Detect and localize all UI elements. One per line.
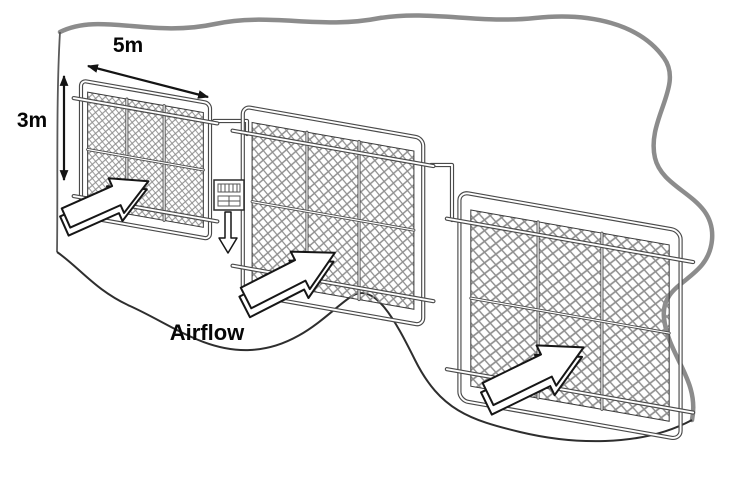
width-dimension-label: 5m xyxy=(113,34,143,57)
airflow-label: Airflow xyxy=(170,320,245,345)
pipe-connector-1 xyxy=(214,121,247,134)
height-dimension-label: 3m xyxy=(17,109,47,132)
mesh-panel-3 xyxy=(447,190,693,442)
flow-device xyxy=(213,179,245,211)
width-dimension-arrow xyxy=(86,64,210,99)
device-flow-down-arrow xyxy=(218,211,238,254)
pipe-connector-2 xyxy=(431,165,452,220)
site-boundary-left xyxy=(56,31,61,253)
